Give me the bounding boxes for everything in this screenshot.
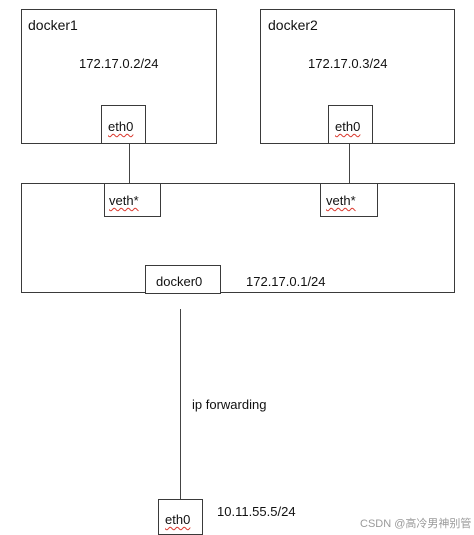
- host-ip: 10.11.55.5/24: [217, 504, 296, 519]
- container-ip: 172.17.0.2/24: [79, 56, 159, 71]
- link-docker0-host-eth0: [180, 309, 181, 499]
- container-docker1: docker1 172.17.0.2/24 eth0: [21, 9, 217, 144]
- veth-right-label: veth*: [326, 193, 356, 208]
- veth-right: veth*: [320, 183, 378, 217]
- link-eth0-veth-left: [129, 144, 130, 183]
- ip-forwarding-label: ip forwarding: [192, 397, 267, 412]
- host-eth0-label: eth0: [165, 512, 191, 527]
- veth-left-label: veth*: [109, 193, 139, 208]
- container-ip: 172.17.0.3/24: [308, 56, 388, 71]
- container-name: docker2: [268, 17, 318, 33]
- interface-eth0: eth0: [328, 105, 373, 144]
- interface-eth0: eth0: [101, 105, 146, 144]
- docker0-ip: 172.17.0.1/24: [246, 274, 326, 289]
- container-docker2: docker2 172.17.0.3/24 eth0: [260, 9, 455, 144]
- link-eth0-veth-right: [349, 144, 350, 183]
- veth-left: veth*: [104, 183, 161, 217]
- docker0-label: docker0: [156, 274, 203, 289]
- container-name: docker1: [28, 17, 78, 33]
- interface-label: eth0: [108, 119, 134, 134]
- csdn-watermark: CSDN @高冷男神别管: [360, 518, 472, 530]
- docker0-bridge: docker0: [145, 265, 221, 294]
- host-bridge-area: veth* veth* docker0 172.17.0.1/24: [21, 183, 455, 294]
- host-eth0: eth0: [158, 499, 203, 535]
- interface-label: eth0: [335, 119, 361, 134]
